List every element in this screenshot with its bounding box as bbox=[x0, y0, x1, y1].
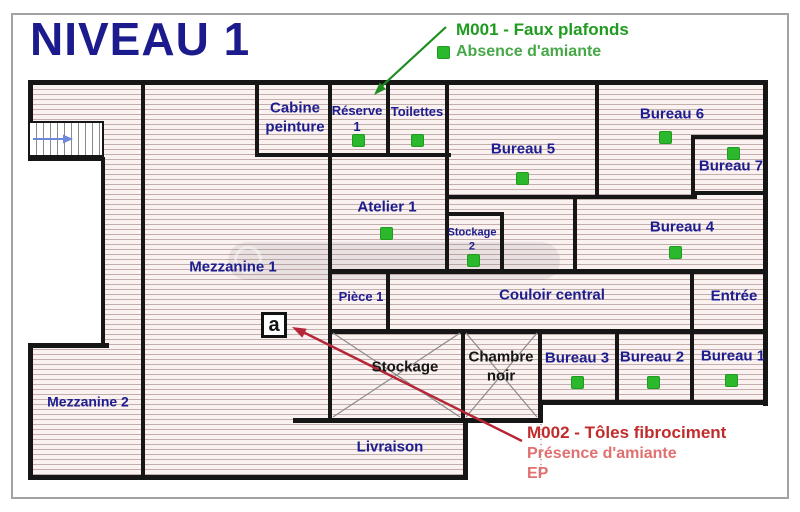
room-label-piece-1: Pièce 1 bbox=[338, 288, 384, 304]
legend-m001-title: M001 - Faux plafonds bbox=[456, 20, 629, 39]
wall-y197 bbox=[445, 195, 697, 199]
wall-stockage2-top bbox=[447, 212, 504, 216]
wall-b5-b6 bbox=[595, 82, 599, 199]
room-label-entree: Entrée bbox=[710, 287, 758, 305]
marker-a: a bbox=[261, 312, 287, 338]
wall-b3-b2 bbox=[615, 332, 619, 404]
room-label-bureau-6: Bureau 6 bbox=[639, 105, 705, 123]
room-label-cabine-peinture: Cabine peinture bbox=[265, 99, 325, 135]
room-label-stockage-2: Stockage 2 bbox=[447, 226, 497, 252]
legend-m002-code: EP bbox=[527, 465, 549, 482]
room-label-atelier-1: Atelier 1 bbox=[357, 198, 417, 216]
wall-left-lower bbox=[28, 343, 33, 480]
legend-m001: M001 - Faux plafonds Absence d'amiante bbox=[437, 20, 629, 61]
asbestos-marker-reserve-1 bbox=[352, 134, 365, 147]
wall-bottom bbox=[28, 475, 468, 480]
legend-m002-title: M002 - Tôles fibrociment bbox=[527, 423, 727, 442]
room-label-couloir-central: Couloir central bbox=[499, 286, 605, 304]
asbestos-marker-atelier-1 bbox=[380, 227, 393, 240]
asbestos-marker-bureau-6 bbox=[659, 131, 672, 144]
wall-x330 bbox=[328, 82, 332, 422]
asbestos-marker-toilettes bbox=[411, 134, 424, 147]
wall-couloir-entree bbox=[690, 269, 694, 334]
legend-m002: M002 - Tôles fibrociment Présence d'amia… bbox=[527, 423, 726, 483]
legend-m001-status: Absence d'amiante bbox=[456, 43, 602, 60]
legend-green-square-icon bbox=[437, 45, 450, 59]
room-label-bureau-3: Bureau 3 bbox=[544, 349, 610, 367]
asbestos-marker-bureau-1 bbox=[725, 374, 738, 387]
wall-right bbox=[763, 80, 768, 406]
wall-b7-bottom bbox=[691, 191, 768, 195]
asbestos-marker-bureau-2 bbox=[647, 376, 660, 389]
wall-stockage2-right bbox=[500, 212, 504, 274]
asbestos-marker-bureau-5 bbox=[516, 172, 529, 185]
room-label-mezzanine-2: Mezzanine 2 bbox=[47, 393, 129, 410]
asbestos-marker-bureau-4 bbox=[669, 246, 682, 259]
wall-y271 bbox=[328, 269, 768, 274]
wall-bureaux-bottom bbox=[540, 400, 768, 405]
wall-b7-left bbox=[691, 135, 695, 195]
room-label-reserve-1: Réserve 1 bbox=[331, 102, 383, 134]
wall-b2-b1 bbox=[690, 332, 694, 404]
wall-livraison-right bbox=[463, 418, 468, 480]
asbestos-marker-bureau-3 bbox=[571, 376, 584, 389]
room-label-chambre-noir: Chambre noir bbox=[468, 348, 534, 384]
wall-cabine-left bbox=[255, 82, 259, 157]
exterior-bottom-right bbox=[542, 405, 768, 477]
wall-x447 bbox=[445, 82, 449, 274]
room-label-livraison: Livraison bbox=[356, 438, 424, 456]
page-title: NIVEAU 1 bbox=[30, 13, 251, 65]
wall-chambre-b3 bbox=[538, 332, 542, 422]
room-label-mezzanine-1: Mezzanine 1 bbox=[189, 258, 277, 276]
wall-reserve-toilettes bbox=[386, 82, 390, 157]
legend-m002-status: Présence d'amiante bbox=[527, 445, 677, 462]
wall-toprooms-bottom bbox=[255, 153, 451, 157]
room-label-stockage: Stockage bbox=[371, 358, 439, 376]
room-label-bureau-1: Bureau 1 bbox=[700, 347, 766, 365]
wall-x143 bbox=[141, 82, 145, 478]
wall-x103 bbox=[101, 157, 105, 348]
wall-y330 bbox=[328, 329, 768, 334]
asbestos-marker-stockage-2 bbox=[467, 254, 480, 267]
wall-b4-left bbox=[573, 195, 577, 274]
room-label-bureau-2: Bureau 2 bbox=[619, 348, 685, 366]
room-label-bureau-5: Bureau 5 bbox=[490, 140, 556, 158]
wall-left-upper bbox=[28, 80, 33, 161]
room-label-toilettes: Toilettes bbox=[390, 103, 444, 119]
image-frame bbox=[11, 13, 789, 499]
room-label-bureau-7: Bureau 7 bbox=[698, 157, 764, 175]
wall-under-stairs bbox=[28, 157, 105, 161]
wall-b7-top bbox=[691, 135, 768, 139]
wall-piece1-right bbox=[386, 269, 390, 334]
asbestos-marker-bureau-7 bbox=[727, 147, 740, 160]
room-label-bureau-4: Bureau 4 bbox=[649, 218, 715, 236]
exterior-notch-left bbox=[28, 161, 103, 343]
watermark-logo-icon bbox=[234, 246, 262, 274]
wall-mezzanine2-top bbox=[28, 343, 109, 348]
